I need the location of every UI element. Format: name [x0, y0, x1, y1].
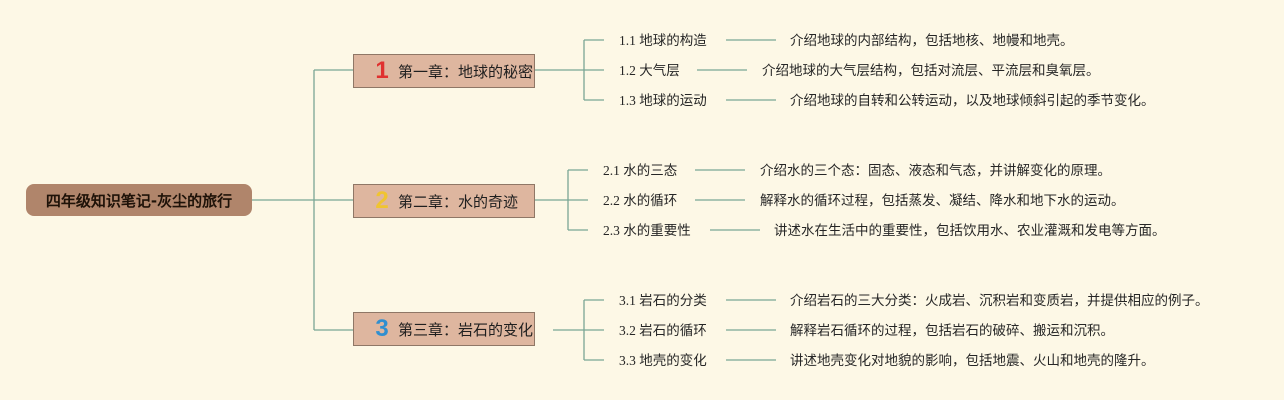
topic-desc-3-3[interactable]: 讲述地壳变化对地貌的影响，包括地震、火山和地壳的隆升。	[790, 353, 1155, 369]
chapter-node-2[interactable]: 2 第二章：水的奇迹	[353, 184, 535, 218]
topic-desc-2-2[interactable]: 解释水的循环过程，包括蒸发、凝结、降水和地下水的运动。	[760, 193, 1125, 209]
chapter-title: 第二章：水的奇迹	[398, 192, 519, 211]
chapter-title: 第三章：岩石的变化	[398, 320, 534, 339]
chapter-number-badge: 3	[375, 315, 389, 342]
topic-desc-1-1[interactable]: 介绍地球的内部结构，包括地核、地幔和地壳。	[790, 33, 1074, 49]
chapter-title: 第一章：地球的秘密	[398, 62, 534, 81]
topic-desc-2-3[interactable]: 讲述水在生活中的重要性，包括饮用水、农业灌溉和发电等方面。	[774, 223, 1166, 239]
topic-desc-1-3[interactable]: 介绍地球的自转和公转运动，以及地球倾斜引起的季节变化。	[790, 93, 1155, 109]
topic-label-3-1[interactable]: 3.1 岩石的分类	[619, 293, 707, 308]
topic-label-1-3[interactable]: 1.3 地球的运动	[619, 93, 707, 108]
topic-label-2-1[interactable]: 2.1 水的三态	[603, 163, 678, 178]
chapter-number-badge: 2	[375, 187, 389, 214]
root-title: 四年级知识笔记-灰尘的旅行	[45, 191, 233, 210]
topic-label-1-1[interactable]: 1.1 地球的构造	[619, 33, 707, 48]
topic-desc-3-1[interactable]: 介绍岩石的三大分类：火成岩、沉积岩和变质岩，并提供相应的例子。	[790, 293, 1209, 309]
topic-label-2-2[interactable]: 2.2 水的循环	[603, 193, 678, 208]
chapter-node-3[interactable]: 3 第三章：岩石的变化	[353, 312, 535, 346]
topic-label-3-3[interactable]: 3.3 地壳的变化	[619, 353, 707, 368]
topic-label-1-2[interactable]: 1.2 大气层	[619, 63, 680, 78]
topic-desc-1-2[interactable]: 介绍地球的大气层结构，包括对流层、平流层和臭氧层。	[762, 63, 1100, 79]
topic-label-2-3[interactable]: 2.3 水的重要性	[603, 223, 691, 238]
chapter-node-1[interactable]: 1 第一章：地球的秘密	[353, 54, 535, 88]
topic-desc-3-2[interactable]: 解释岩石循环的过程，包括岩石的破碎、搬运和沉积。	[790, 323, 1114, 339]
chapter-number-badge: 1	[375, 57, 389, 84]
root-node[interactable]: 四年级知识笔记-灰尘的旅行	[26, 184, 252, 216]
topic-desc-2-1[interactable]: 介绍水的三个态：固态、液态和气态，并讲解变化的原理。	[760, 163, 1111, 179]
topic-label-3-2[interactable]: 3.2 岩石的循环	[619, 323, 707, 338]
